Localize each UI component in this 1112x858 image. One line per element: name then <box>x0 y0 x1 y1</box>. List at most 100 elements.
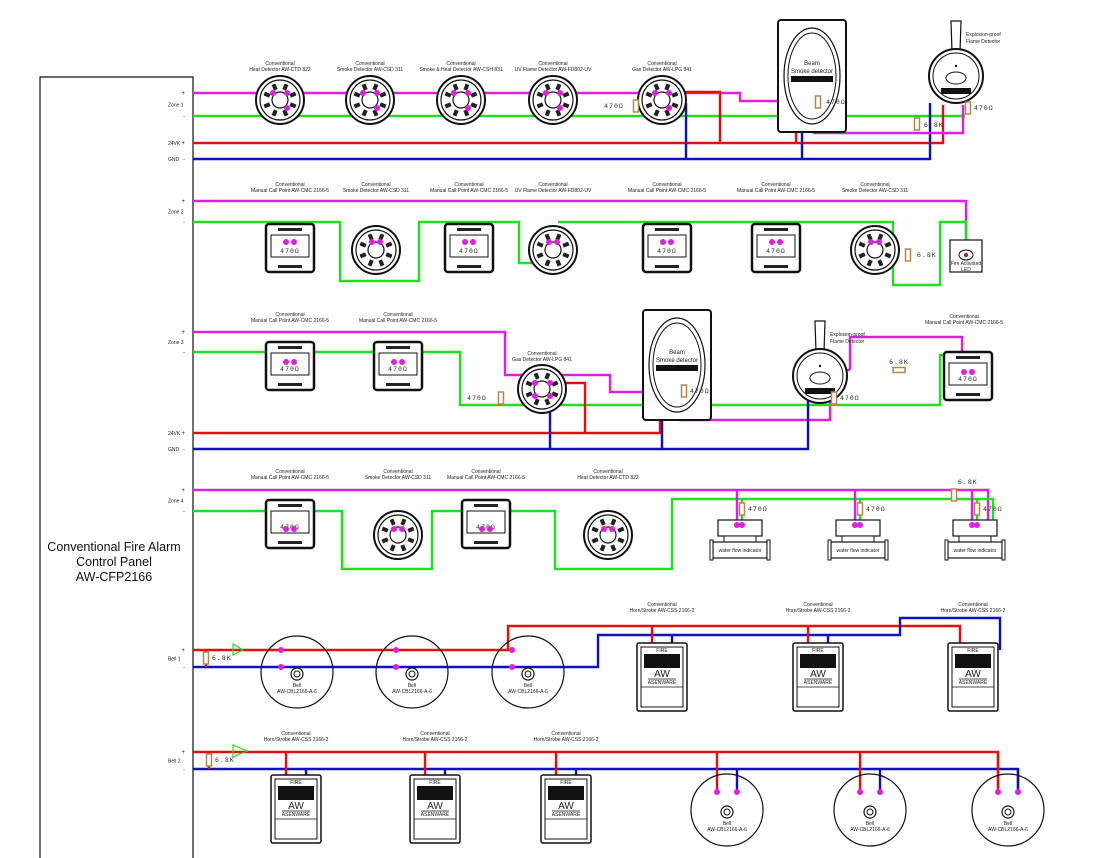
strobe-fire-text: FIRE <box>967 648 979 654</box>
zone-2-device-2-label-line-1: Conventional <box>361 182 390 188</box>
waterflow-flange-left <box>827 539 832 561</box>
zone-2-eol-resistor <box>904 248 912 262</box>
bell-1-label: Bell 1 <box>168 657 181 663</box>
zone-1-device-1-plus-terminal <box>270 90 276 96</box>
terminal-dot <box>974 522 980 528</box>
zone-4-eol-resistor <box>950 488 958 502</box>
bell-2-strobe-2-label-line-1: Conventional <box>420 731 449 737</box>
terminal-dot <box>666 90 672 96</box>
detector-base-slot <box>400 544 407 552</box>
zone-2-device-5-label-line-1: Conventional <box>652 182 681 188</box>
mcp-resistor-value: 470Ω <box>657 247 677 255</box>
zone-4-waterflow-3-resistor-value: 470Ω <box>983 505 1003 513</box>
bell-body <box>833 773 907 847</box>
terminal-dot <box>777 239 783 245</box>
mcp-glass <box>270 234 310 258</box>
terminal-dot <box>284 105 290 111</box>
detector-base-slot <box>372 109 379 117</box>
detector-base-slot <box>536 91 544 98</box>
detector-base-slot <box>385 252 393 259</box>
bell-1-eol-resistor-value: 6.8K <box>212 654 232 662</box>
detector-base-slot <box>263 91 271 98</box>
flame-body-inner <box>932 52 980 100</box>
zone-3-gnd-terminal: - <box>183 447 185 453</box>
bell-striker-outer <box>405 667 419 681</box>
strobe-fire-text: FIRE <box>560 780 572 786</box>
terminal-dot <box>374 105 380 111</box>
zone-1-detector-5 <box>637 75 687 125</box>
detector-base-slot <box>282 109 289 117</box>
resistor-body <box>973 502 981 516</box>
bell-label-line-1: Bell <box>866 821 874 827</box>
bell-1-strobe-1-label-line-1: Conventional <box>647 602 676 608</box>
beam-terminal-block <box>656 365 698 371</box>
zone-3-flame-gnd <box>662 388 810 451</box>
zone-1-flame-resistor <box>964 101 972 115</box>
mcp-bottom-slot <box>278 265 302 268</box>
flame-body-inner <box>796 352 844 400</box>
terminal-dot <box>465 90 471 96</box>
zone-2-device-4-label-line-1: Conventional <box>538 182 567 188</box>
mcp-glass <box>270 352 310 376</box>
zone-3-device-3-label-line-2: Gas Detector AW-LPG 841 <box>512 357 572 363</box>
bell-label-line-1: Bell <box>1004 821 1012 827</box>
terminal-dot <box>470 239 476 245</box>
detector-base-slot <box>617 537 625 544</box>
terminal-dot <box>666 105 672 111</box>
detector-base-slot <box>385 241 393 248</box>
flame-label-line-2: Flame Detector <box>830 339 865 345</box>
strobe-brand-logo: AW <box>810 669 826 680</box>
detector-base-slot <box>653 109 660 117</box>
bell-2-strobe-3-label-line-1: Conventional <box>551 731 580 737</box>
zone-1-eol-resistor <box>913 117 921 131</box>
led-label-line-1: Fire Activated <box>951 261 982 267</box>
terminal-dot <box>283 239 289 245</box>
zone-2-mcp-1: 470Ω <box>264 222 316 274</box>
detector-base-slot <box>884 252 892 259</box>
detector-base-slot <box>533 372 540 380</box>
zone-2-minus-terminal: - <box>183 220 185 226</box>
mcp-resistor-value: 470Ω <box>958 375 978 383</box>
zone-2-device-3-label-line-1: Conventional <box>454 182 483 188</box>
bell-1-strobe-2-label-line-2: Horn/Strobe AW-CSS 2166-2 <box>786 608 851 614</box>
bell-2-eol-resistor <box>205 753 213 767</box>
bell-1-minus-wire <box>193 616 1002 669</box>
mcp-resistor-value: 470Ω <box>459 247 479 255</box>
detector-base-slot <box>555 109 562 117</box>
resistor-body <box>814 95 822 109</box>
zone-3-beam-resistor <box>680 384 688 398</box>
bell-striker-outer <box>720 805 734 819</box>
detector-base-slot <box>858 252 866 259</box>
mcp-top-slot <box>764 228 788 231</box>
detector-base-slot <box>562 91 570 98</box>
mcp-bottom-slot <box>278 541 302 544</box>
resistor-body <box>950 488 958 502</box>
zone-4-plus-wire <box>193 488 990 525</box>
zone-1-device-2-label-line-2: Smoke Detector AW-CSD 311 <box>337 67 404 73</box>
terminal-dot <box>969 522 975 528</box>
terminal-dot <box>278 664 284 670</box>
mcp-resistor-value: 470Ω <box>766 247 786 255</box>
bell-label-line-2: AW-CBL2166-A-6 <box>707 827 747 833</box>
mcp-glass <box>270 510 310 534</box>
waterflow-flange-left <box>709 539 714 561</box>
flame-sensor-arm <box>950 20 962 53</box>
terminal-dot <box>284 90 290 96</box>
zone-4-waterflow-3-resistor <box>973 502 981 516</box>
zone-2-mcp-6: 470Ω <box>750 222 802 274</box>
beam-label-line-1: Beam <box>804 61 820 67</box>
zone-3-plus-terminal: + <box>181 330 185 336</box>
zone-1-minus-terminal: - <box>183 114 185 120</box>
zone-4-device-3-label-line-1: Conventional <box>471 469 500 475</box>
mcp-glass <box>948 362 988 386</box>
zone-4-device-4-label-line-1: Conventional <box>593 469 622 475</box>
mcp-bottom-slot <box>386 383 410 386</box>
mcp-resistor-value: 470Ω <box>280 365 300 373</box>
strobe-face <box>274 778 318 840</box>
terminal-dot <box>532 380 538 386</box>
terminal-dot <box>399 526 405 532</box>
detector-base-slot <box>555 259 562 267</box>
detector-base-slot <box>452 83 459 91</box>
